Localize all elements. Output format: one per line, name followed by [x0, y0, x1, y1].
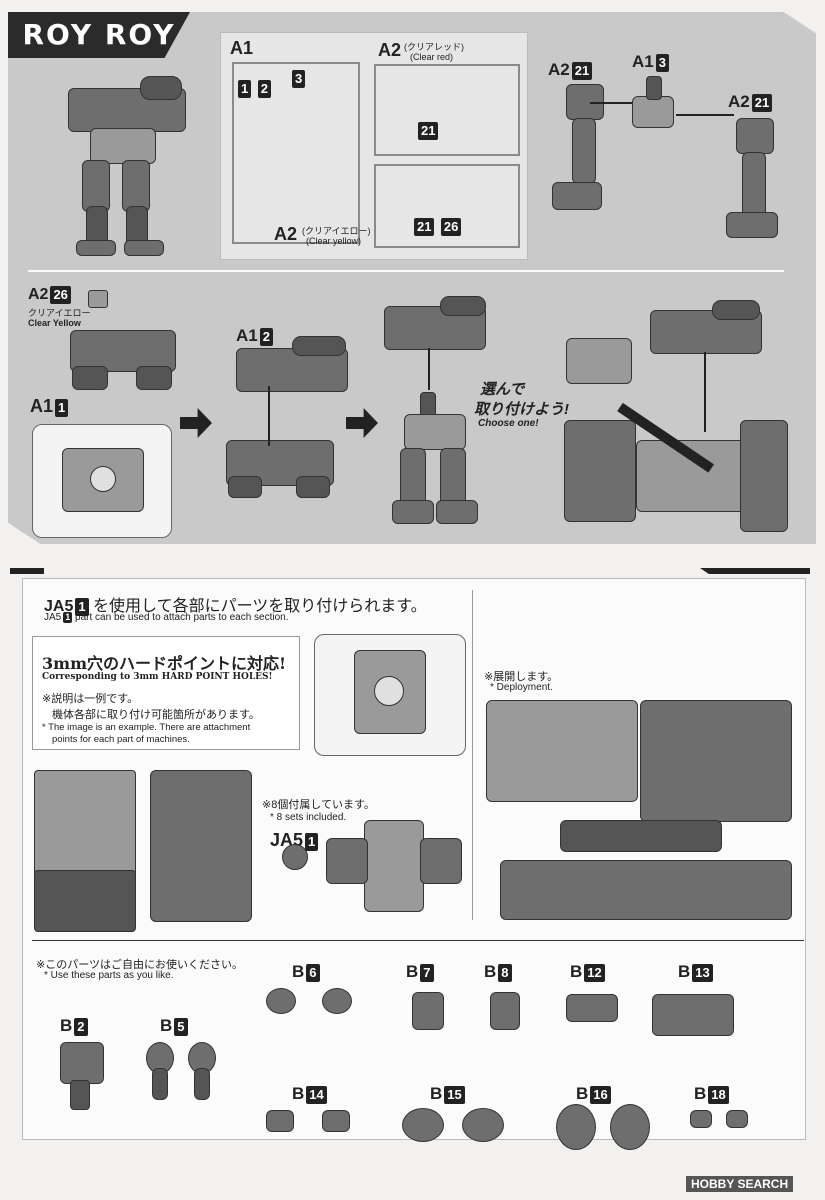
runner-a2-red-en: (Clear red) [410, 52, 454, 62]
deploy-en: * Deployment. [490, 682, 553, 693]
choose-jp-1: 選んで [480, 381, 525, 398]
note-en-2: points for each part of machines. [52, 734, 190, 745]
clear-yellow-jp: クリアイエロー [28, 308, 91, 318]
runner-a1-frame [232, 62, 360, 244]
runner-a2-yellow-parts: 21 26 [412, 218, 462, 236]
included-jp: ※8個付属しています。 [262, 799, 375, 811]
runner-a2-red-frame [374, 64, 520, 156]
clear-yellow-en: Clear Yellow [28, 318, 81, 328]
hard-point-note-box [32, 636, 300, 750]
deployment-divider [472, 590, 473, 920]
note-jp-2: 機体各部に取り付け可能箇所があります。 [52, 709, 260, 721]
runner-a2-red-jp: (クリアレッド) [404, 42, 464, 52]
choose-jp-2: 取り付けよう! [474, 401, 569, 418]
runner-a2-yellow-en: (Clear yellow) [306, 236, 362, 246]
b-parts-note-en: * Use these parts as you like. [44, 970, 174, 981]
note-en-1: * The image is an example. There are att… [42, 722, 251, 733]
step2-mid-arrow [268, 386, 270, 446]
runner-a1-label: A1 [230, 38, 254, 58]
runner-a2-yellow-label: A2 [274, 224, 298, 244]
hard-point-jp: 3mm穴のハードポイントに対応! [42, 654, 287, 673]
leg-arrow-right [676, 114, 734, 116]
mount-arrow-down [704, 352, 706, 432]
inset-hole [90, 466, 116, 492]
runner-a1-parts: 1 2 [236, 80, 271, 98]
runner-a1-part-3: 3 [290, 70, 306, 88]
b-parts-divider [32, 940, 804, 941]
runner-a2-red-label: A2 [378, 40, 402, 60]
included-en: * 8 sets included. [270, 812, 347, 823]
runner-a2-yellow-frame [374, 164, 520, 248]
choose-en: Choose one! [478, 418, 539, 429]
b-parts-note-jp: ※このパーツはご自由にお使いください。 [36, 959, 243, 971]
section-divider [28, 270, 784, 272]
hard-point-en: Corresponding to 3mm HARD POINT HOLES! [42, 672, 273, 682]
runner-a2-yellow-jp: (クリアイエロー) [302, 226, 371, 236]
callout-hole [374, 676, 404, 706]
runner-a2-red-part: 21 [416, 122, 439, 140]
ja5-peg [282, 844, 308, 870]
frame-corner-right [700, 568, 810, 574]
step2-leg-arrow [428, 348, 430, 390]
clear-yellow-piece [88, 290, 108, 308]
frame-corner-left [10, 568, 44, 574]
page-title: ROY ROY [8, 12, 190, 58]
note-jp-1: ※説明は一例です。 [42, 693, 139, 705]
leg-arrow-left [590, 102, 632, 104]
deploy-jp: ※展開します。 [484, 671, 559, 683]
watermark: HOBBY SEARCH [686, 1176, 794, 1192]
